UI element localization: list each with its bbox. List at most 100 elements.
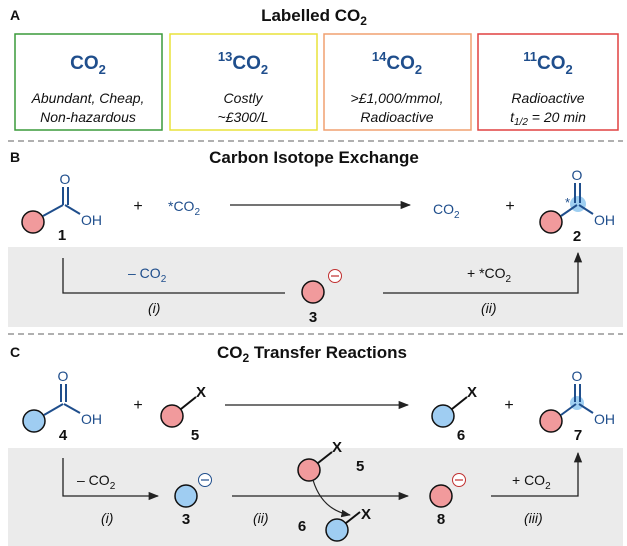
atom-o: O: [58, 368, 69, 384]
section-a-title: Labelled CO2: [261, 6, 367, 28]
red-substituent: [21, 210, 45, 234]
card-line2: t1/2 = 20 min: [510, 109, 586, 128]
bond: [317, 451, 333, 464]
isotope-card-co2: CO2 Abundant, Cheap, Non-hazardous: [14, 33, 163, 131]
card-line2: Radioactive: [360, 109, 433, 125]
card-line1: Abundant, Cheap,: [31, 90, 145, 106]
bond: [578, 403, 594, 414]
cycle-c-step-iii: [491, 451, 583, 497]
blue-substituent: [431, 404, 455, 428]
isotope-card-13co2: 13CO2 Costly ~£300/L: [169, 33, 318, 131]
atom-oh: OH: [81, 212, 102, 228]
card-border: [477, 33, 619, 131]
released-product-6: X 6: [298, 506, 371, 542]
red-anion-3: [301, 280, 325, 304]
step-ii-label: (ii): [481, 300, 497, 316]
molecule-5-electrophile: X 5: [160, 384, 206, 444]
bond: [180, 396, 197, 410]
molecule-6-product: X 6: [431, 384, 477, 444]
panel-letter-a: A: [10, 7, 20, 23]
isotope-card-11co2: 11CO2 Radioactive t1/2 = 20 min: [477, 33, 619, 131]
compound-label-3: 3: [309, 309, 317, 326]
plus-sign: +: [133, 397, 142, 414]
step-i-label: (i): [148, 300, 160, 316]
minus-co2-label: – CO2: [77, 472, 116, 492]
compound-label-3: 3: [182, 511, 190, 528]
panel-letter-b: B: [10, 149, 20, 165]
cycle-c-step-i: [62, 458, 160, 501]
atom-x: X: [467, 384, 477, 401]
card-line1: >£1,000/mmol,: [351, 90, 444, 106]
molecule-4-carboxylic-acid: O OH 4: [22, 368, 102, 444]
bond: [63, 403, 81, 414]
blue-substituent: [325, 518, 349, 542]
step-i-label: (i): [101, 510, 113, 526]
card-formula: 14CO2: [372, 49, 422, 77]
atom-o: O: [60, 171, 71, 187]
red-anion-8: [429, 484, 453, 508]
bond: [43, 403, 64, 416]
atom-x: X: [361, 506, 371, 523]
bond: [42, 204, 64, 217]
molecule-1-carboxylic-acid: O OH 1: [21, 171, 102, 244]
atom-x: X: [332, 439, 342, 456]
card-border: [14, 33, 163, 131]
cycle-line-left: [62, 258, 285, 294]
bond: [560, 403, 577, 416]
red-substituent: [539, 210, 563, 234]
label-highlight: [570, 196, 586, 212]
compound-label-4: 4: [59, 427, 68, 444]
panel-letter-c: C: [10, 344, 20, 360]
plus-star-co2-label: + *CO2: [467, 265, 512, 285]
atom-o: O: [572, 368, 583, 384]
plus-sign: +: [504, 397, 513, 414]
step-iii-label: (iii): [524, 510, 543, 526]
molecule-2-labelled-acid: O * OH 2: [539, 167, 615, 245]
card-border: [169, 33, 318, 131]
compound-label-1: 1: [58, 227, 66, 244]
atom-x: X: [196, 384, 206, 401]
atom-oh: OH: [594, 212, 615, 228]
card-line2: ~£300/L: [218, 109, 269, 125]
atom-oh: OH: [81, 411, 102, 427]
compound-label-5: 5: [191, 427, 199, 444]
curved-arrow: [312, 479, 351, 518]
incoming-electrophile-5: X 5: [297, 439, 364, 482]
bond: [578, 204, 594, 215]
atom-oh: OH: [594, 411, 615, 427]
atom-o: O: [572, 167, 583, 183]
section-c-title: CO2 Transfer Reactions: [217, 343, 407, 365]
isotope-card-14co2: 14CO2 >£1,000/mmol, Radioactive: [323, 33, 472, 131]
plus-sign: +: [133, 198, 142, 215]
molecule-7-product-acid: O OH 7: [539, 368, 615, 444]
red-substituent: [160, 404, 184, 428]
co2-product: CO2: [433, 201, 460, 221]
labelled-co2-reagent: *CO2: [168, 198, 200, 218]
red-substituent: [539, 409, 563, 433]
red-substituent: [297, 458, 321, 482]
card-line1: Radioactive: [511, 90, 584, 106]
compound-label-2: 2: [573, 228, 581, 245]
blue-substituent: [22, 409, 46, 433]
isotope-star: *: [565, 195, 570, 210]
compound-label-5: 5: [356, 458, 364, 475]
card-line2: Non-hazardous: [40, 109, 136, 125]
compound-label-6: 6: [457, 427, 465, 444]
cycle-line-right: [383, 251, 583, 294]
card-line1: Costly: [224, 90, 264, 106]
bond: [560, 204, 578, 217]
plus-co2-label: + CO2: [512, 472, 551, 492]
minus-co2-label: – CO2: [128, 265, 167, 285]
compound-label-6: 6: [298, 518, 306, 535]
plus-sign: +: [505, 198, 514, 215]
card-formula: 13CO2: [218, 49, 268, 77]
step-ii-label: (ii): [253, 510, 269, 526]
bond: [345, 511, 361, 524]
compound-label-7: 7: [574, 427, 582, 444]
blue-anion-3: [174, 484, 198, 508]
card-formula: 11CO2: [523, 49, 572, 77]
card-formula: CO2: [70, 53, 106, 77]
section-b-title: Carbon Isotope Exchange: [209, 148, 419, 167]
bond: [64, 204, 81, 215]
